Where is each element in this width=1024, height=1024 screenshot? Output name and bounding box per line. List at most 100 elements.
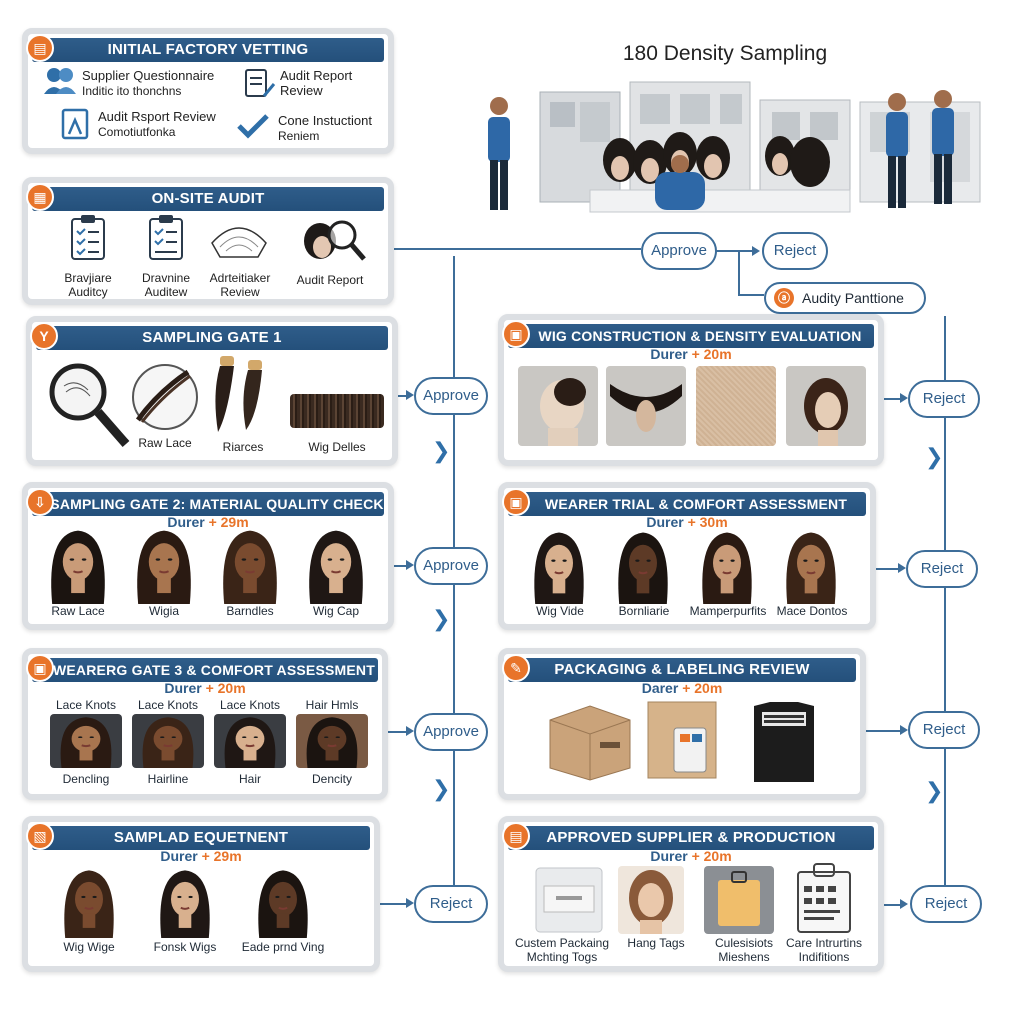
sg3-caption: Hairline [147,772,189,786]
sg1-caption: Raw Lace [138,436,192,450]
duration: Durer + 20m [504,346,878,362]
model-portrait-image [214,714,286,768]
approve-pill-top[interactable]: Approve [641,232,717,270]
model-portrait-image [524,528,594,604]
duration-value: + 20m [691,848,732,864]
card-header: SAMPLING GATE 1 [36,326,388,350]
page-title: 180 Density Sampling [622,42,828,65]
audity-badge-icon: ⓐ [774,288,794,308]
duration-value: + 20m [205,680,246,696]
box-badge-icon: ▧ [26,822,54,850]
shipping-box-image [549,705,631,781]
vetting-item-label: Audit Rsport Review [98,109,216,124]
card-header: INITIAL FACTORY VETTING [32,38,384,62]
connector-arrow [406,898,414,908]
duration-value: + 30m [687,514,728,530]
calendar-badge-icon: ▣ [502,488,530,516]
sg1-caption: Riarces [222,440,264,454]
connector-arrow [900,393,908,403]
duration-value: + 29m [208,514,249,530]
duration-value: + 29m [201,848,242,864]
sg3-caption: Dencity [311,772,352,786]
onsite-audit-card: ON-SITE AUDIT ▦ Bravjiare Auditcy Dravni… [22,177,394,305]
model-portrait-image [296,714,368,768]
connector [884,904,902,906]
equip-reject-pill[interactable]: Reject [414,885,488,923]
model-portrait-image [608,528,678,604]
wig-cap-inside-image [606,366,686,446]
chevron-right-icon: ❯ [925,778,944,803]
supplier-caption: Custem Packaing [514,936,610,950]
audit-item-label: Adrteitiaker [209,271,271,285]
clipboard-pen-icon [245,69,276,97]
audity-pill-label: Audity Panttione [802,290,904,306]
audit-item-sub: Auditew [144,285,188,299]
wig-cap-icon [211,227,267,258]
connector-arrow [752,246,760,256]
wig-weft-image [290,394,384,428]
duration-label: Durer [646,514,684,530]
duration-label: Durer [160,848,198,864]
sg3-caption: Hair [238,772,261,786]
black-garment-bag-image [754,702,814,782]
document-badge-icon: ▤ [502,822,530,850]
duration-label: Darer [641,680,679,696]
duration-label: Durer [167,514,205,530]
sg3-top-label: Lace Knots [55,698,117,712]
model-portrait-image [212,526,288,604]
duration-value: + 20m [682,680,723,696]
lace-front-image [518,366,598,446]
approved-supplier-card: APPROVED SUPPLIER & PRODUCTION ▤ Durer +… [498,816,884,972]
clipboard-badge-icon: ▤ [26,34,54,62]
model-portrait-image [692,528,762,604]
checkmark-icon [237,114,269,139]
glass-badge-icon: Y [30,322,58,350]
sampling-gate-1-card: SAMPLING GATE 1 Y Raw Lace Riarces Wig D… [26,316,398,466]
sg3-top-label: Hair Hmls [305,698,359,712]
package-label-image [647,701,717,779]
model-portrait-image [54,866,124,938]
packaging-card: PACKAGING & LABELING REVIEW ✎ Darer + 20… [498,648,866,800]
reject-pill-top[interactable]: Reject [762,232,828,270]
sg1-approve-pill[interactable]: Approve [414,377,488,415]
sg3-top-label: Lace Knots [219,698,281,712]
duration: Durer + 20m [28,680,382,696]
connector [398,395,408,397]
vetting-item-sub: Reniem [278,129,320,143]
wig-construction-card: WIG CONSTRUCTION & DENSITY EVALUATION ▣ … [498,314,884,466]
supplier-caption-sub: Indifitions [798,950,850,964]
sg2-approve-pill[interactable]: Approve [414,547,488,585]
magnifier-wig-icon [304,220,366,261]
vetting-item-label: Supplier Questionnaire [82,68,215,83]
model-portrait-image [150,866,220,938]
connector [884,398,902,400]
wig-construction-reject-pill[interactable]: Reject [908,380,980,418]
model-portrait-image [126,526,202,604]
chevron-right-icon: ❯ [925,444,944,469]
duration: Durer + 20m [504,848,878,864]
sg3-top-label: Lace Knots [137,698,199,712]
supplier-reject-pill[interactable]: Reject [910,885,982,923]
edit-badge-icon: ✎ [502,654,530,682]
audit-item-label: Dravnine [141,271,191,285]
supplier-caption: Care Intrurtins [785,936,863,950]
connector-arrow [900,725,908,735]
people-icon [44,68,76,94]
duration: Durer + 30m [504,514,870,530]
duration: Darer + 20m [504,680,860,696]
calendar-badge-icon: ▣ [26,654,54,682]
hair-bundles-icon [215,356,262,432]
audity-pill[interactable]: ⓐ Audity Panttione [764,282,926,314]
audit-item-sub: Auditcy [68,285,108,299]
card-header: WEARERG GATE 3 & COMFORT ASSESSMENT [32,658,378,682]
sg3-approve-pill[interactable]: Approve [414,713,488,751]
sg3-caption: Dencling [62,772,110,786]
vetting-item-label: Cone Instuctiont [278,113,372,128]
packaging-reject-pill[interactable]: Reject [908,711,980,749]
wearer-trial-reject-pill[interactable]: Reject [906,550,978,588]
vetting-item-sub: Review [280,83,323,98]
initial-vetting-card: INITIAL FACTORY VETTING ▤ Supplier Quest… [22,28,394,154]
sg2-caption: Raw Lace [51,604,105,618]
wig-mannequin-image [786,366,866,446]
model-portrait-image [50,714,122,768]
